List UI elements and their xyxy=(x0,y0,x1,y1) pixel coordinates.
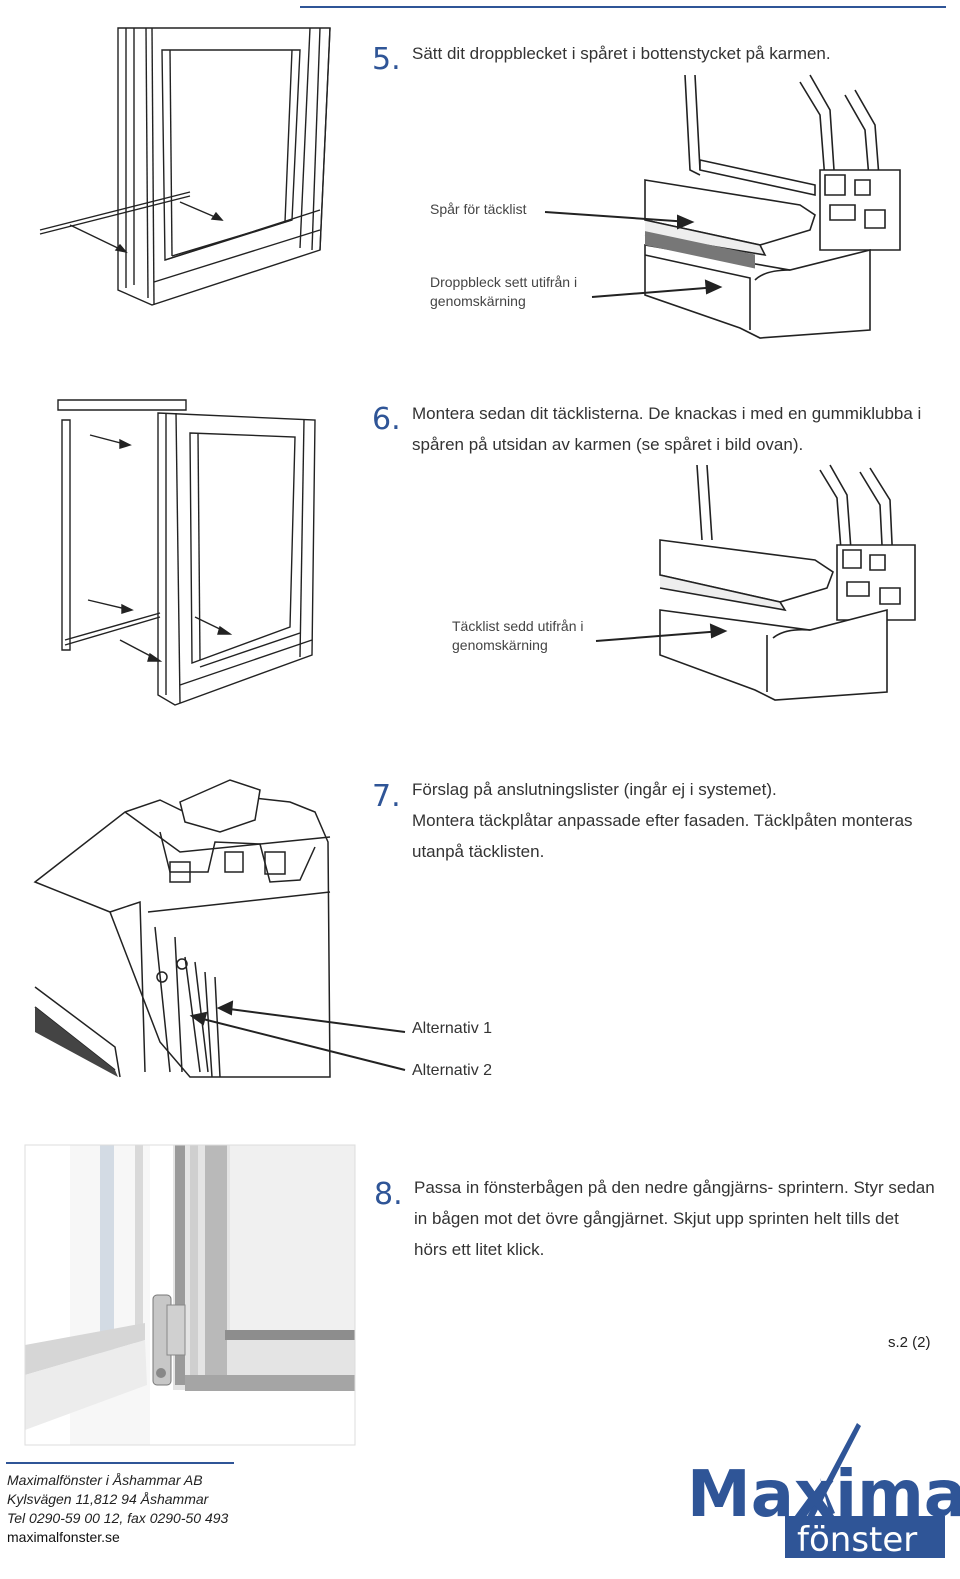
step-text-7-line1: Förslag på anslutningslister (ingår ej i… xyxy=(412,780,777,799)
callout-arrow-step6 xyxy=(0,0,960,720)
logo-word-fonster: fönster xyxy=(797,1520,917,1560)
step-text-8-line1: Passa in fönsterbågen på den nedre gångj… xyxy=(414,1178,935,1197)
corner-profile-illustration-step7 xyxy=(30,772,340,1082)
frame-illustration-step5 xyxy=(30,20,370,320)
footer-website[interactable]: maximalfonster.se xyxy=(7,1529,120,1545)
footer-phone: Tel 0290-59 00 12, fax 0290-50 493 xyxy=(7,1510,229,1526)
step-number-6: 6. xyxy=(372,402,401,437)
logo-word-maximal: Maximal xyxy=(687,1458,960,1532)
step-number-7: 7. xyxy=(372,779,401,814)
step-text-7-line2: Montera täckplåtar anpassade efter fasad… xyxy=(412,811,913,830)
top-rule xyxy=(300,6,946,8)
callout-droppbleck-line1: Droppbleck sett utifrån i xyxy=(430,274,578,290)
step-text-8-line3: hörs ett litet klick. xyxy=(414,1240,545,1259)
footer-company: Maximalfönster i Åshammar AB xyxy=(7,1472,203,1488)
callout-arrows-step5 xyxy=(0,0,960,400)
callout-alternativ-2: Alternativ 2 xyxy=(412,1062,493,1079)
step-text-6-line2: spåren på utsidan av karmen (se spåret i… xyxy=(412,435,804,454)
step-text-6-line1: Montera sedan dit täcklisterna. De knack… xyxy=(412,404,922,423)
callout-alternativ-1: Alternativ 1 xyxy=(412,1020,493,1037)
hinge-photo-illustration-step8 xyxy=(25,1145,355,1445)
frame-illustration-step6 xyxy=(50,395,330,715)
step-number-8: 8. xyxy=(374,1177,403,1212)
callout-droppbleck-line2: genomskärning xyxy=(430,293,526,309)
step-number-5: 5. xyxy=(372,42,401,77)
footer-address: Kylsvägen 11,812 94 Åshammar xyxy=(7,1491,209,1507)
step-text-5: Sätt dit droppblecket i spåret i bottens… xyxy=(412,44,831,63)
callout-tacklist-line1: Täcklist sedd utifrån i xyxy=(452,618,584,634)
footer-rule xyxy=(6,1462,234,1464)
step-text-8-line2: in bågen mot det övre gångjärnet. Skjut … xyxy=(414,1209,899,1228)
step-text-7-line3: utanpå täcklisten. xyxy=(412,842,545,861)
maximal-fonster-logo: Maximal fönster xyxy=(687,1423,960,1560)
callout-arrows-step7 xyxy=(0,0,960,1100)
sill-section-illustration-step5 xyxy=(640,70,920,345)
callout-spar: Spår för täcklist xyxy=(430,201,527,217)
callout-tacklist-line2: genomskärning xyxy=(452,637,548,653)
page-number: s.2 (2) xyxy=(888,1334,931,1351)
